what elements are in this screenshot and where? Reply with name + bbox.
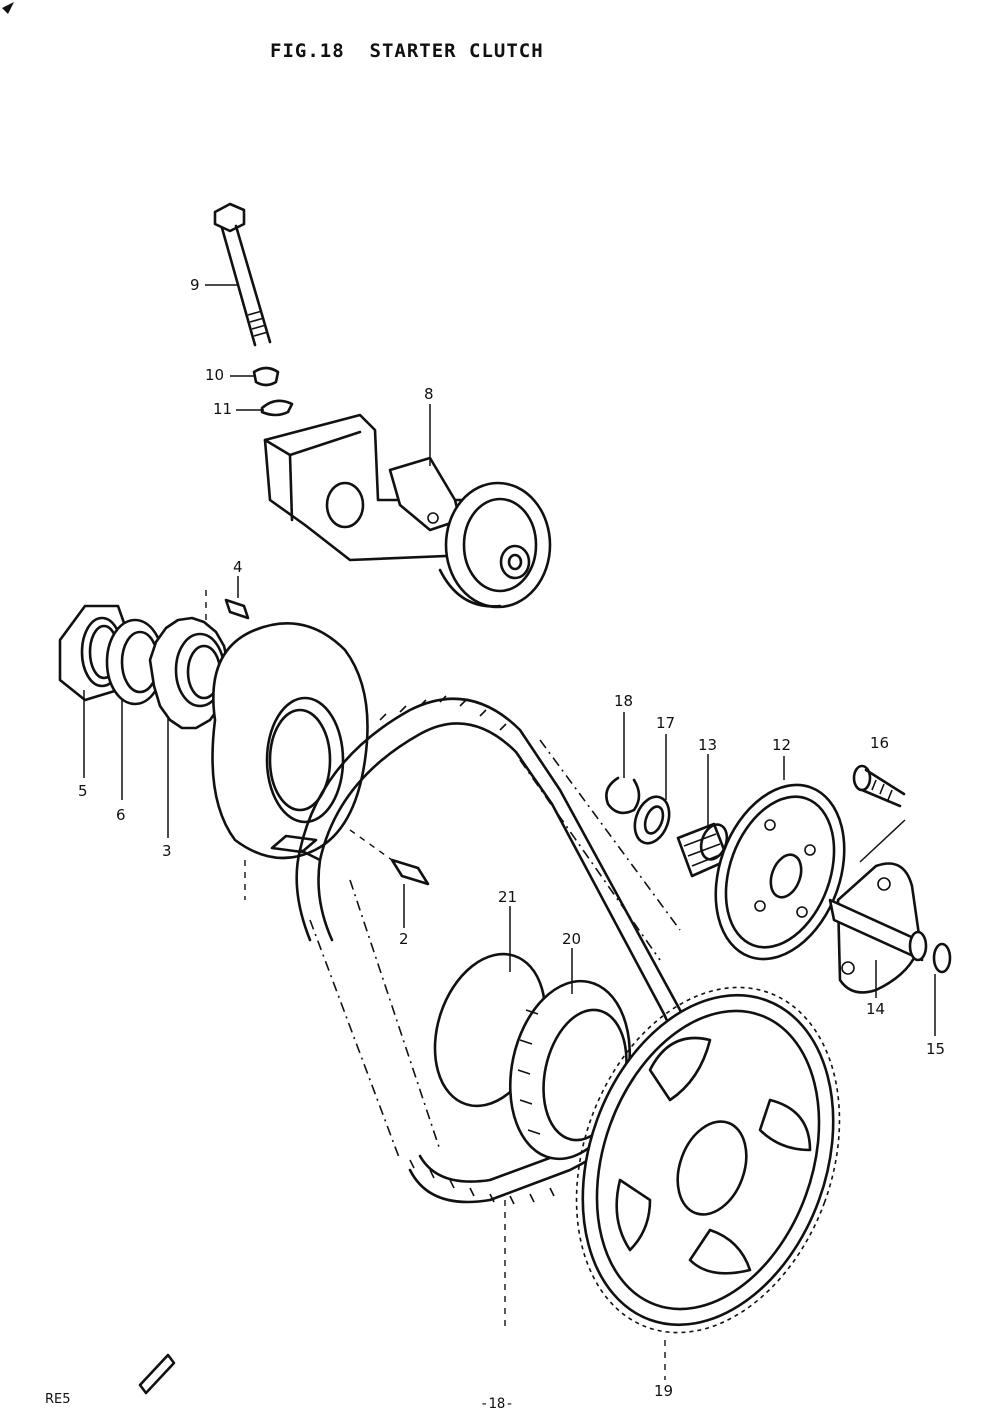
page-number: -18- bbox=[480, 1396, 514, 1412]
sprocket-part-3 bbox=[148, 616, 230, 730]
callout-14: 14 bbox=[866, 1000, 886, 1018]
scan-mark-tool bbox=[138, 1353, 176, 1395]
callout-4: 4 bbox=[233, 558, 243, 576]
screw-part-16 bbox=[852, 764, 906, 863]
key-part-4 bbox=[205, 590, 250, 660]
callout-10: 10 bbox=[205, 366, 225, 384]
callout-6: 6 bbox=[116, 806, 126, 824]
callout-5: 5 bbox=[78, 782, 88, 800]
scan-mark bbox=[2, 2, 14, 14]
callout-16: 16 bbox=[870, 734, 890, 752]
callout-20: 20 bbox=[562, 930, 582, 948]
key-part-2 bbox=[349, 829, 430, 886]
callout-18: 18 bbox=[614, 692, 634, 710]
callout-8: 8 bbox=[424, 385, 434, 403]
callout-17: 17 bbox=[656, 714, 676, 732]
callout-11: 11 bbox=[213, 400, 233, 418]
front-sprocket bbox=[211, 622, 369, 900]
bolt-part-9 bbox=[213, 202, 272, 347]
shaft-part-14 bbox=[828, 862, 928, 994]
washer-part-6 bbox=[105, 618, 165, 706]
starter-gear-part-19 bbox=[575, 986, 841, 1380]
circlip-part-18 bbox=[605, 776, 641, 815]
lock-washer-part-11 bbox=[260, 399, 294, 417]
callout-13: 13 bbox=[698, 736, 718, 754]
callout-3: 3 bbox=[162, 842, 172, 860]
leader-lines bbox=[83, 284, 936, 1036]
figure-title: FIG.18 STARTER CLUTCH bbox=[270, 40, 544, 62]
callout-21: 21 bbox=[498, 888, 518, 906]
chain-tensioner-part-8 bbox=[263, 413, 552, 609]
callout-9: 9 bbox=[190, 276, 200, 294]
washer-part-10 bbox=[252, 366, 280, 387]
footer-ref: RE5 bbox=[45, 1392, 71, 1407]
callout-12: 12 bbox=[772, 736, 792, 754]
callout-19: 19 bbox=[654, 1382, 674, 1400]
callout-15: 15 bbox=[926, 1040, 946, 1058]
washer-part-17 bbox=[633, 795, 671, 845]
idler-gear-part-12 bbox=[714, 783, 846, 961]
callout-2: 2 bbox=[399, 930, 409, 948]
circlip-part-15 bbox=[932, 942, 952, 974]
needle-bearing-part-13 bbox=[676, 822, 730, 878]
